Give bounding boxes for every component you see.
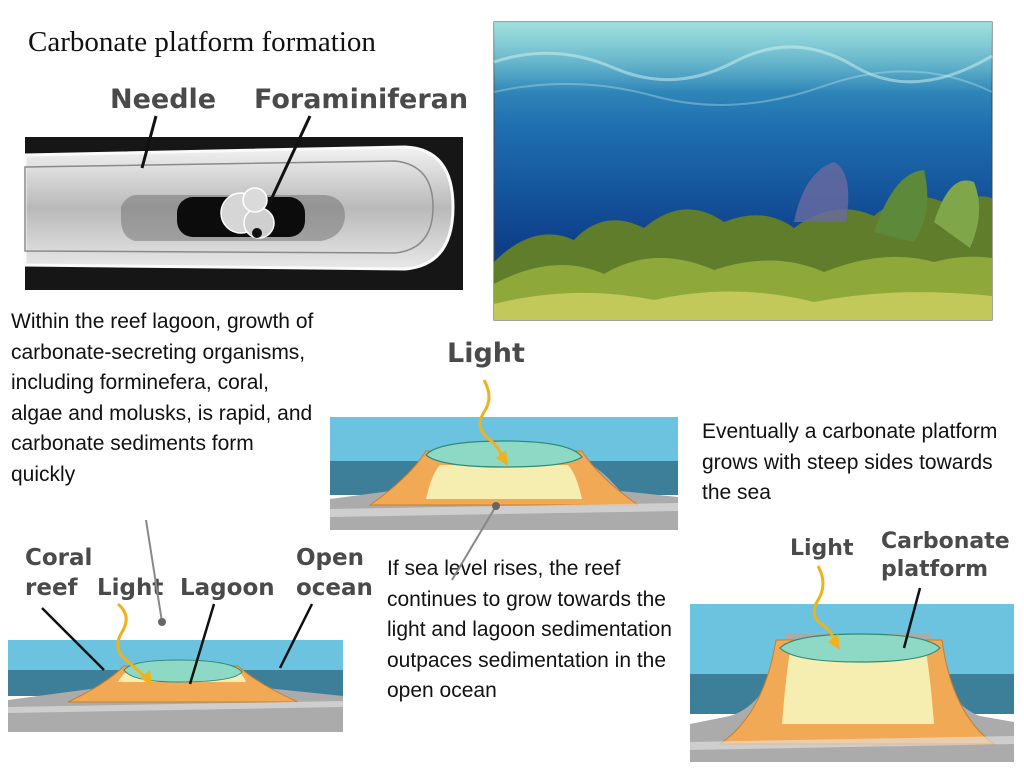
reef-diagram-middle <box>329 417 679 530</box>
platform-diagram-final <box>689 604 1015 762</box>
carbonate-platform-label: Carbonate platform <box>881 529 1010 582</box>
coral-reef-label: Coral reef <box>25 545 93 601</box>
sea-level-text: If sea level rises, the reef continues t… <box>387 557 672 702</box>
light-label-final: Light <box>790 536 854 561</box>
foraminiferan-label: Foraminiferan <box>254 84 469 115</box>
light-label-middle: Light <box>447 338 525 369</box>
reef-diagram-initial <box>7 640 344 732</box>
platform-text: Eventually a carbonate platform grows wi… <box>702 420 998 504</box>
open-ocean-label: Open ocean <box>296 545 373 601</box>
lagoon-label: Lagoon <box>180 575 275 601</box>
light-label-initial: Light <box>97 575 164 601</box>
lagoon-growth-text: Within the reef lagoon, growth of carbon… <box>11 310 314 486</box>
page-title: Carbonate platform formation <box>28 26 376 58</box>
needle-label: Needle <box>110 84 217 115</box>
foraminiferan-shell <box>220 187 275 239</box>
reef-underwater-photo <box>493 21 993 321</box>
needle-micrograph <box>23 137 463 290</box>
